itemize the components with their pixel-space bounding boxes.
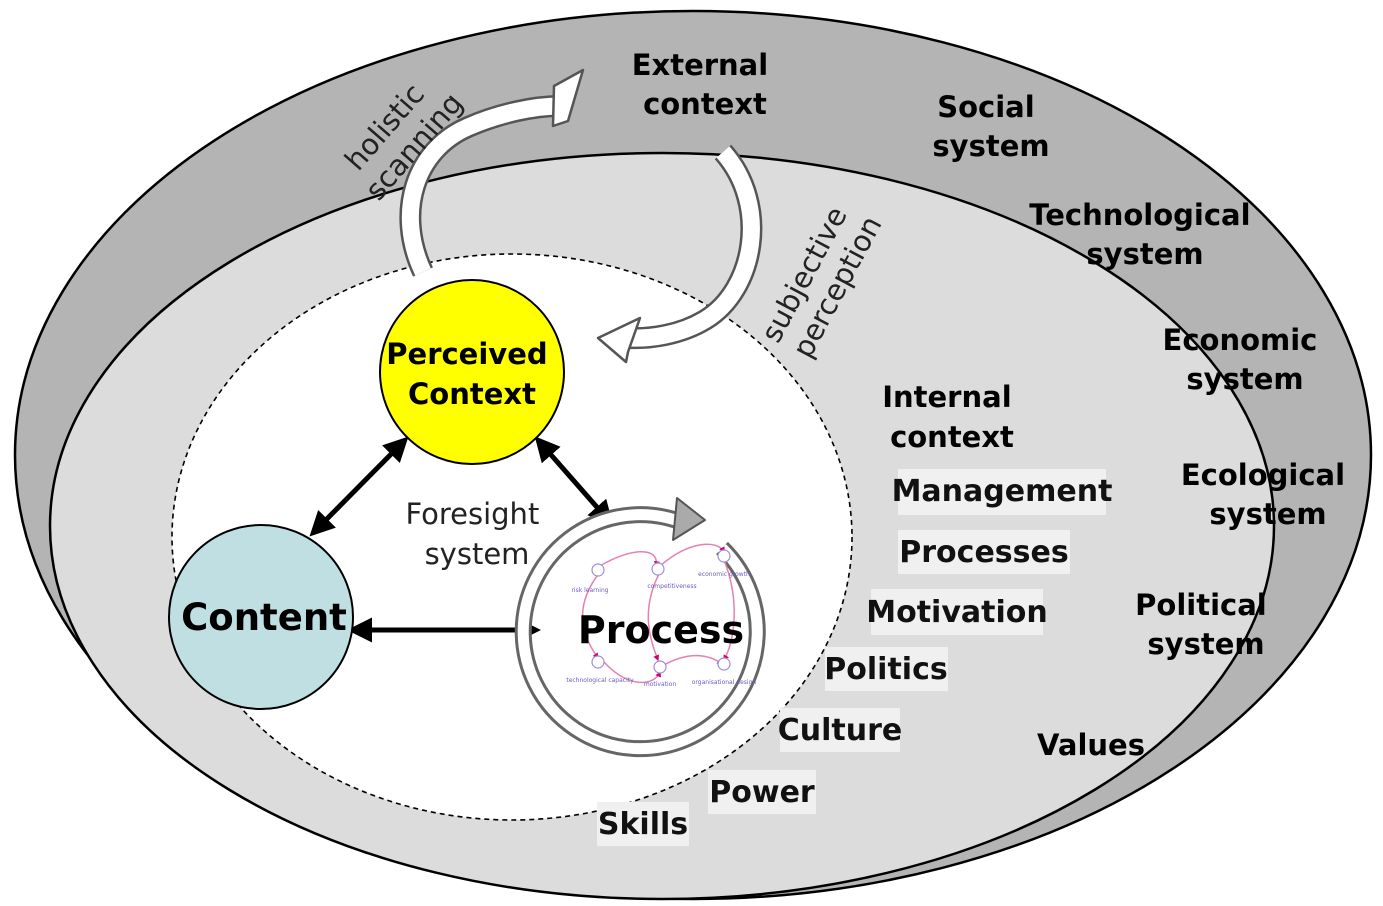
- economic-system-label: Economic system: [1163, 323, 1328, 396]
- perceived-context-node: [379, 279, 565, 465]
- political-system-label: Political system: [1135, 588, 1277, 661]
- social-system-label: Social system: [932, 90, 1049, 163]
- internal-item-motivation: Motivation: [866, 589, 1048, 635]
- foresight-system-ellipse: [171, 253, 853, 821]
- internal-item-label: Power: [709, 775, 815, 810]
- mini-label: motivation: [644, 681, 676, 688]
- internal-item-label: Politics: [824, 652, 947, 687]
- process-mini-diagram: risk learning competitiveness economic g…: [566, 543, 757, 688]
- mini-label: technological capacity: [566, 677, 634, 684]
- foresight-system-label: Foresight system: [405, 497, 548, 571]
- mini-label: economic growth: [698, 571, 750, 578]
- technological-system-label: Technological system: [1029, 198, 1260, 271]
- mini-label: risk learning: [571, 587, 608, 594]
- internal-item-culture: Culture: [778, 708, 903, 752]
- internal-item-politics: Politics: [824, 647, 948, 691]
- mini-label: organisational design: [692, 679, 757, 686]
- internal-item-label: Skills: [598, 807, 688, 842]
- process-label: Process: [578, 608, 744, 652]
- internal-item-label: Motivation: [866, 595, 1047, 630]
- internal-context-label: Internal context: [882, 380, 1022, 454]
- external-context-label: External context: [632, 48, 779, 121]
- ecological-system-label: Ecological system: [1181, 458, 1355, 531]
- content-label: Content: [181, 596, 347, 639]
- internal-item-label: Processes: [899, 535, 1068, 570]
- content-node: [168, 524, 354, 710]
- internal-item-power: Power: [708, 770, 816, 814]
- arrow-perceived-content: [309, 436, 409, 537]
- internal-item-label: Culture: [778, 713, 903, 748]
- mini-label: competitiveness: [647, 583, 696, 590]
- values-label: Values: [1037, 728, 1145, 762]
- arrow-perceived-process: [534, 436, 614, 526]
- perceived-context-label: Perceived Context: [386, 337, 557, 411]
- internal-item-management: Management: [892, 469, 1113, 515]
- internal-item-skills: Skills: [597, 802, 689, 846]
- internal-item-label: Management: [892, 474, 1113, 509]
- subjective-perception-arrow: [596, 144, 763, 364]
- internal-item-processes: Processes: [898, 530, 1070, 574]
- holistic-scanning-arrow: [399, 68, 585, 277]
- process-node: risk learning competitiveness economic g…: [514, 497, 766, 758]
